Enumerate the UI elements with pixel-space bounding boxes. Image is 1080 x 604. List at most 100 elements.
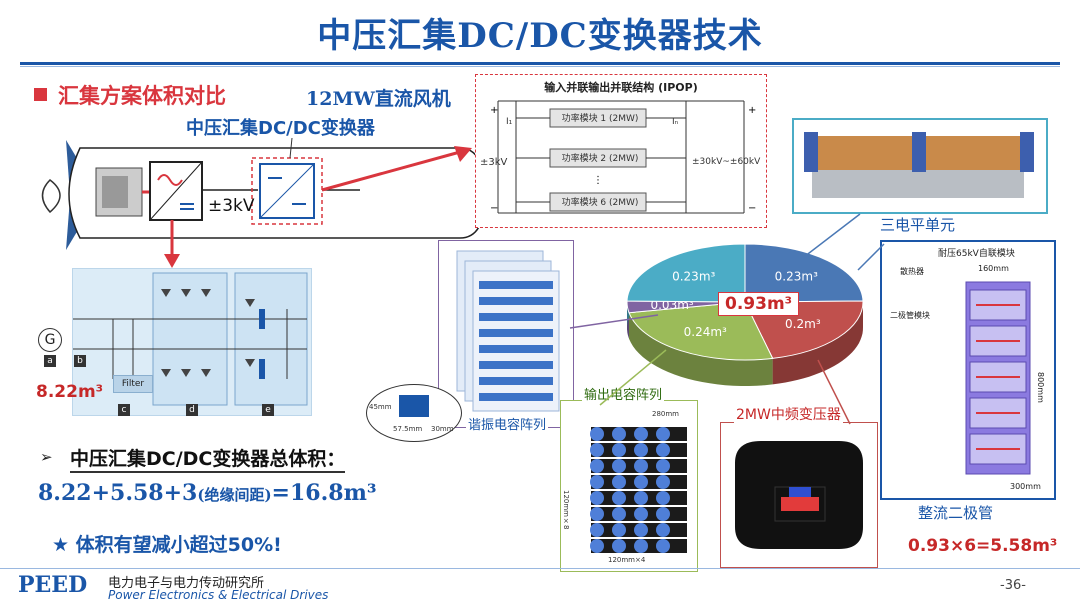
diode-dim-d: 300mm <box>1010 482 1041 491</box>
ipop-module-2: 功率模块 2 (2MW) <box>561 154 639 164</box>
summary-formula-result: =16.8m³ <box>271 480 377 506</box>
arrow-down-icon <box>164 220 180 268</box>
nacelle-diagram <box>41 137 486 250</box>
ipop-output-voltage: ±30kV~±60kV <box>692 157 761 167</box>
summary-formula-note: (绝缘间距) <box>197 486 272 504</box>
svg-text:−: − <box>748 203 756 214</box>
output-capacitor-end <box>634 459 648 473</box>
output-cap-dim-bottom: 120mm×4 <box>608 556 646 564</box>
output-cap-panel <box>560 400 698 572</box>
svg-text:−: − <box>490 203 498 214</box>
pie-slice-2 <box>628 301 774 361</box>
cap-dim-d: 30mm <box>431 425 454 433</box>
output-capacitor-end <box>656 491 670 505</box>
ipop-module-6: 功率模块 6 (2MW) <box>561 198 639 208</box>
diode-panel: 耐压65kV自联模块 散热器 二极管模块 160mm 800mm 300mm <box>880 240 1056 500</box>
pie-side-1 <box>772 301 863 385</box>
arrow-to-ipop-icon <box>321 146 472 192</box>
pie-slice-label-0: 0.23m³ <box>775 269 818 283</box>
output-cap-image <box>590 427 687 553</box>
output-capacitor-end <box>656 443 670 457</box>
summary-formula: 8.22+5.58+3(绝缘间距)=16.8m³ <box>38 480 376 506</box>
output-capacitor-end <box>590 475 604 489</box>
transformer-panel <box>720 422 878 568</box>
circuit-tag-d: d <box>186 404 198 416</box>
output-capacitor-end <box>634 539 648 553</box>
pie-total-label: 0.93m³ <box>718 292 800 316</box>
page-number: -36- <box>1000 578 1026 593</box>
output-capacitor-end <box>656 475 670 489</box>
svg-text:⋮: ⋮ <box>593 175 603 186</box>
summary-arrow-icon: ➢ <box>40 448 53 466</box>
single-capacitor-callout: 45mm 57.5mm 30mm <box>366 384 462 442</box>
output-capacitor-end <box>590 459 604 473</box>
output-cap-dim-top: 280mm <box>652 410 679 418</box>
converter-label: 中压汇集DC/DC变换器 <box>186 118 375 139</box>
ipop-diagram: ⋮ + − + − <box>490 100 756 214</box>
output-capacitor-end <box>612 443 626 457</box>
heatsink-label: 散热器 <box>900 267 924 276</box>
footer-divider <box>0 568 1080 569</box>
title-divider <box>20 62 1060 65</box>
output-capacitor-end <box>590 427 604 441</box>
output-capacitor-end <box>634 427 648 441</box>
footer-org-en: Power Electronics & Electrical Drives <box>108 588 329 602</box>
output-capacitor-end <box>612 523 626 537</box>
star-icon: ★ <box>52 534 76 556</box>
output-capacitor-end <box>656 539 670 553</box>
output-capacitor-end <box>634 523 648 537</box>
cap-array-image <box>456 250 560 412</box>
footer-org-cn: 电力电子与电力传动研究所 <box>108 576 265 591</box>
voltage-label: ±3kV <box>208 196 255 216</box>
output-capacitor-end <box>590 523 604 537</box>
title-divider-thin <box>20 66 1060 67</box>
bullet-square-icon <box>34 88 47 101</box>
output-capacitor-end <box>656 427 670 441</box>
output-capacitor-end <box>634 507 648 521</box>
pie-slice-4 <box>626 243 746 303</box>
transformer-label: 2MW中频变压器 <box>734 404 843 424</box>
summary-highlight: ★ 体积有望减小超过50%! <box>52 530 282 557</box>
output-cap-label: 输出电容阵列 <box>582 384 665 403</box>
three-level-unit-label: 三电平单元 <box>880 216 956 234</box>
three-level-unit-image <box>804 132 1034 198</box>
output-capacitor-end <box>656 507 670 521</box>
baseline-volume: 8.22m³ <box>36 382 104 402</box>
baseline-circuit-panel: Filter <box>72 268 312 416</box>
output-cap-dim-side: 120mm×8 <box>562 490 570 530</box>
cap-array-label: 谐振电容阵列 <box>466 414 549 433</box>
cap-array-panel <box>438 240 574 428</box>
output-capacitor-end <box>590 507 604 521</box>
svg-text:+: + <box>748 105 756 116</box>
pie-side-2 <box>629 312 773 386</box>
diode-title: 耐压65kV自联模块 <box>938 249 1015 259</box>
filter-block: Filter <box>113 375 153 393</box>
ipop-module-1: 功率模块 1 (2MW) <box>561 114 639 124</box>
diode-volume-formula: 0.93×6=5.58m³ <box>908 536 1058 556</box>
section-heading: 汇集方案体积对比 <box>58 84 226 108</box>
output-capacitor-end <box>590 539 604 553</box>
svg-text:+: + <box>490 105 498 116</box>
page-title: 中压汇集DC/DC变换器技术 <box>317 16 763 56</box>
summary-highlight-text: 体积有望减小超过50%! <box>75 534 282 556</box>
circuit-tag-c: c <box>118 404 130 416</box>
diode-dim-w: 160mm <box>978 264 1009 273</box>
generator-symbol: G <box>38 328 62 352</box>
circuit-diagram <box>73 272 308 406</box>
output-capacitor-end <box>612 459 626 473</box>
cap-dim-h: 45mm <box>369 403 392 411</box>
pie-slice-label-2: 0.24m³ <box>684 325 727 339</box>
output-capacitor-end <box>612 491 626 505</box>
output-capacitor-end <box>612 507 626 521</box>
ipop-title: 输入并联输出并联结构 (IPOP) <box>544 81 698 94</box>
ipop-panel: 输入并联输出并联结构 (IPOP) ⋮ + − + − 功率模块 1 (2MW)… <box>475 74 767 228</box>
ipop-input-voltage: ±3kV <box>480 157 508 168</box>
circuit-tag-a: a <box>44 355 56 367</box>
cap-dim-w: 57.5mm <box>393 425 423 433</box>
diode-label: 整流二极管 <box>918 504 994 522</box>
transformer-image <box>735 441 863 549</box>
output-capacitor-end <box>590 443 604 457</box>
pie-slice-label-4: 0.23m³ <box>672 269 715 283</box>
circuit-tag-e: e <box>262 404 274 416</box>
diode-module-label: 二极管模块 <box>890 311 930 320</box>
